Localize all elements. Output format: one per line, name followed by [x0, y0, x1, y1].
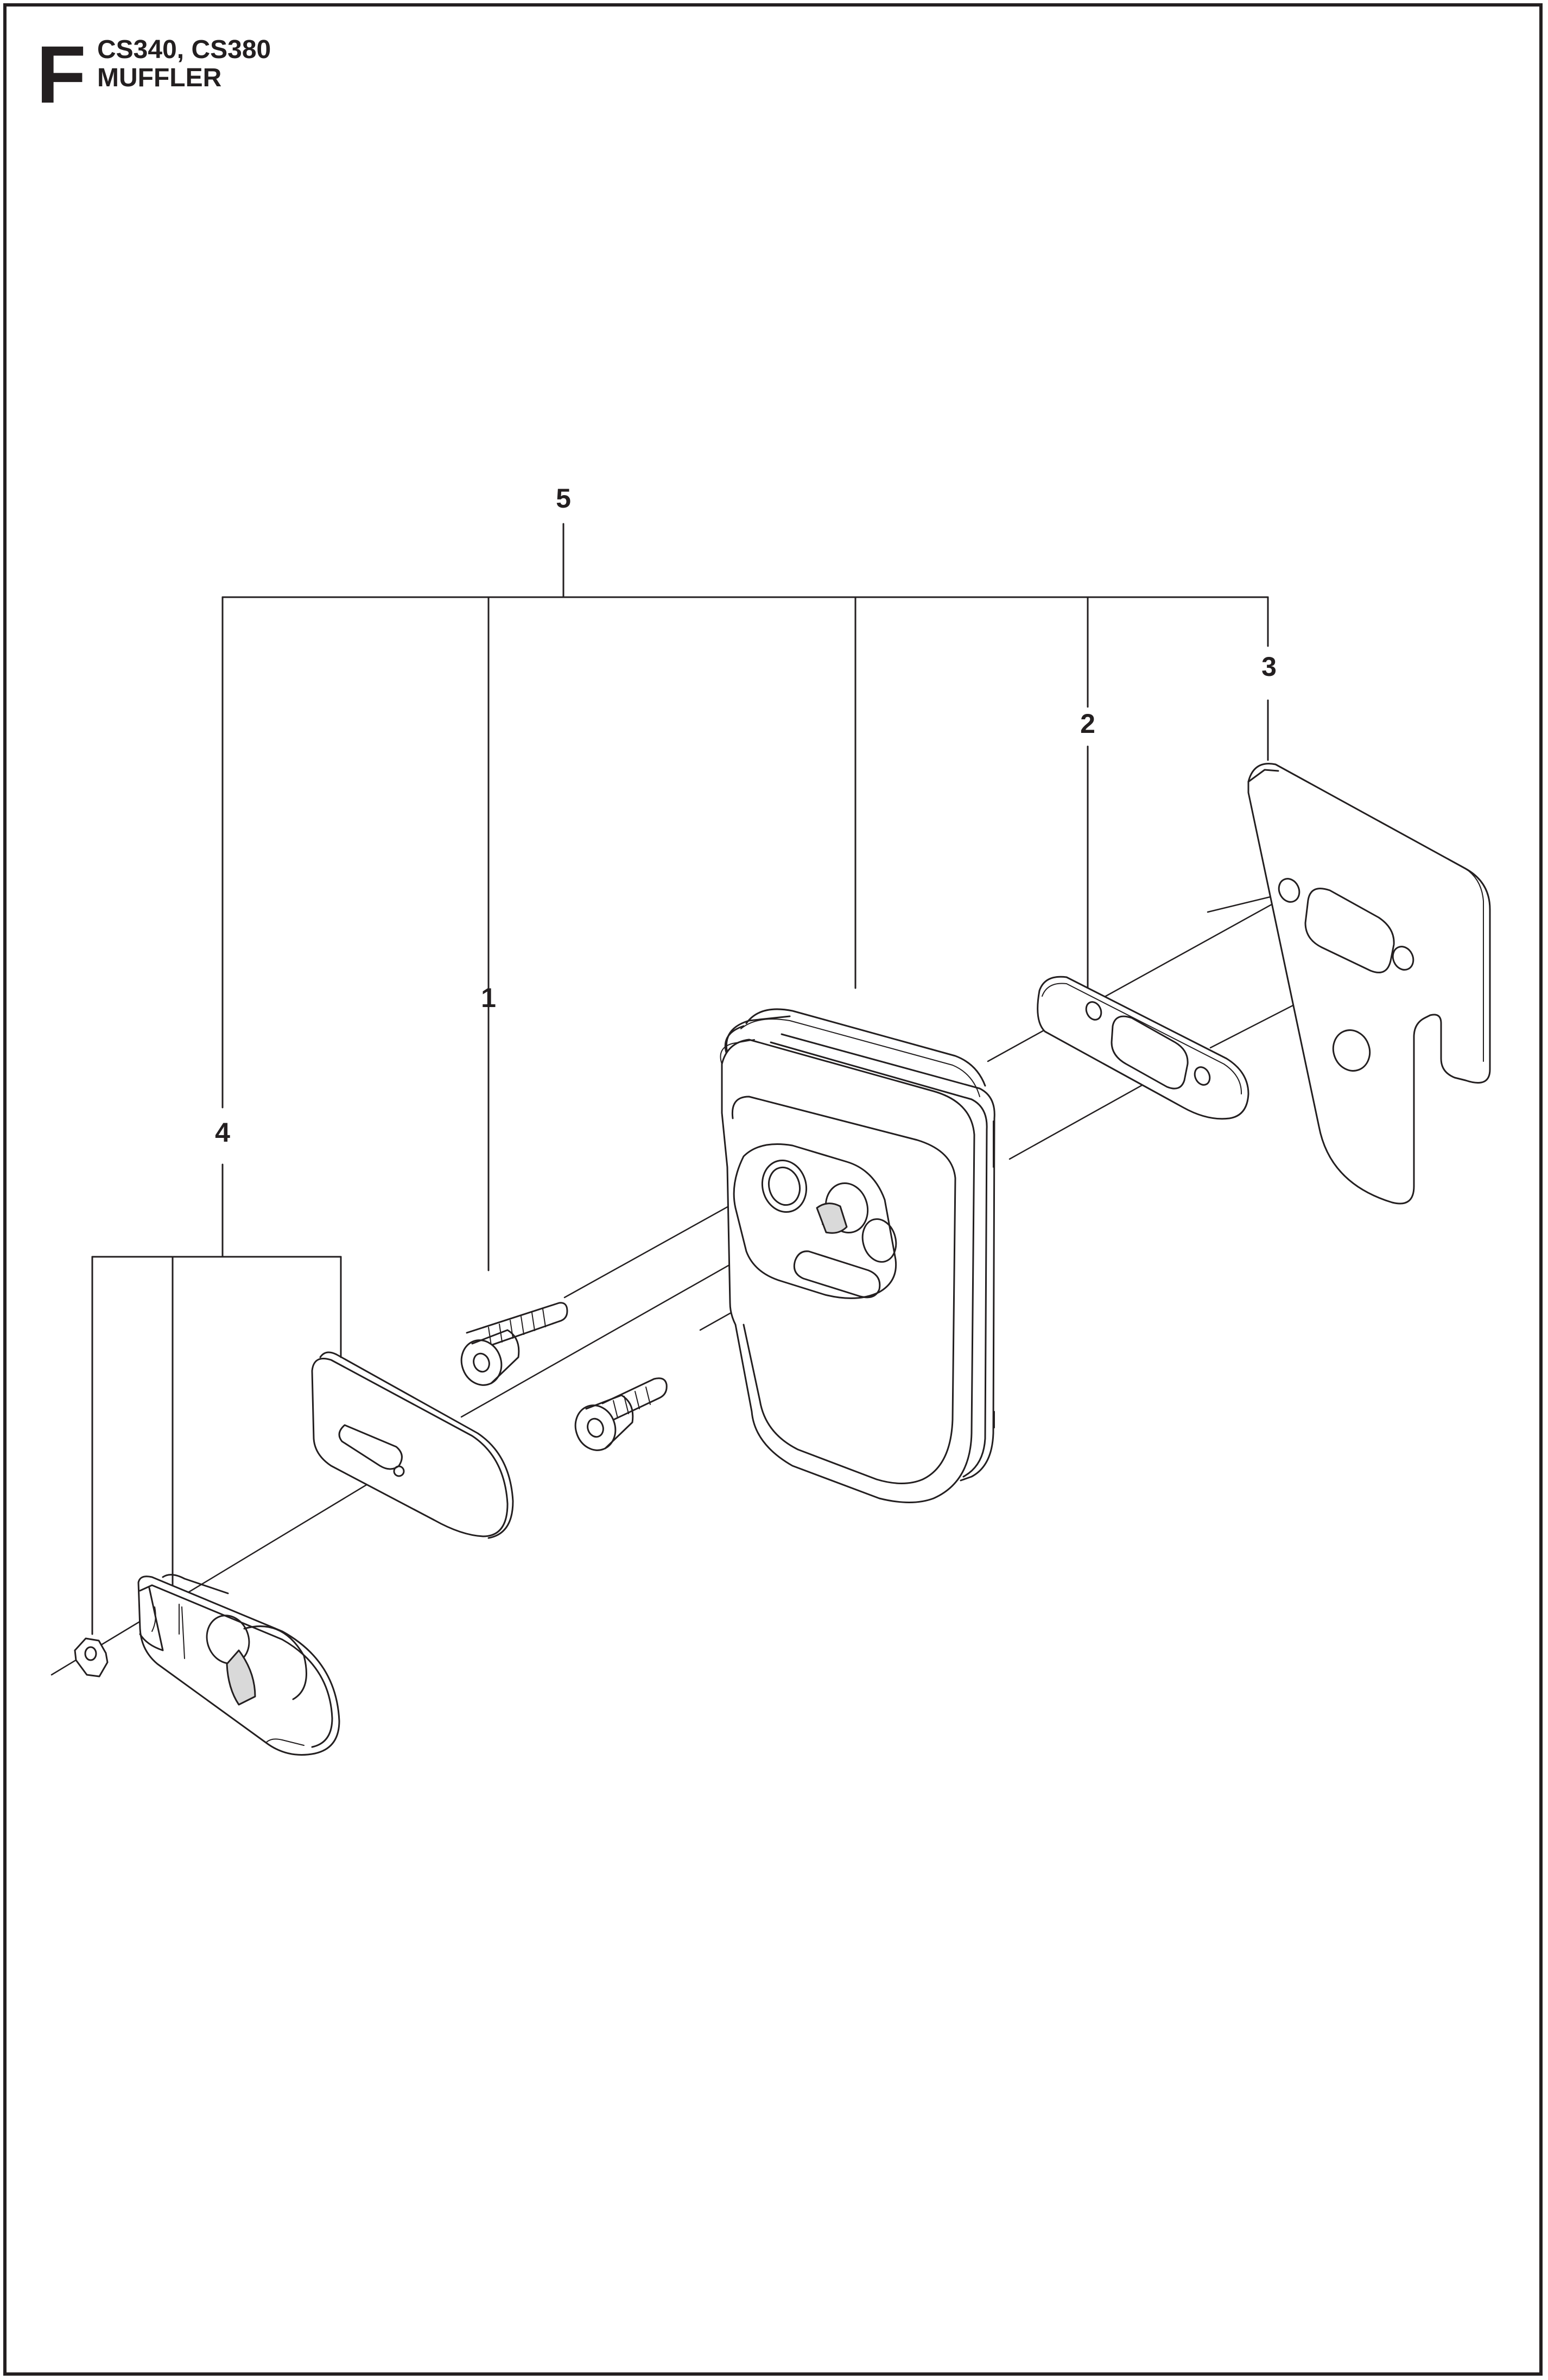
section-letter: F	[36, 29, 86, 120]
heat-shield-plate-icon	[1247, 763, 1491, 1205]
callout-3: 3	[1261, 651, 1277, 682]
leader-lines	[91, 523, 1269, 1635]
muffler-assembly-icon	[720, 1008, 995, 1503]
spark-arrestor-cover-icon	[137, 1574, 340, 1756]
section-name: MUFFLER	[97, 64, 222, 92]
callout-2: 2	[1080, 708, 1095, 739]
callout-1: 1	[481, 983, 496, 1013]
callout-5: 5	[556, 483, 571, 514]
socket-head-screw-icon	[574, 1377, 668, 1451]
callout-labels: 5 3 2 1 4	[215, 483, 1277, 1148]
page-title: CS340, CS380 MUFFLER	[97, 36, 271, 92]
model-line: CS340, CS380	[97, 35, 271, 64]
spark-arrestor-plate-icon	[311, 1351, 514, 1539]
gasket-icon	[1037, 976, 1249, 1120]
socket-head-screw-icon	[460, 1302, 568, 1386]
callout-4: 4	[215, 1117, 230, 1148]
nut-icon	[74, 1637, 109, 1678]
